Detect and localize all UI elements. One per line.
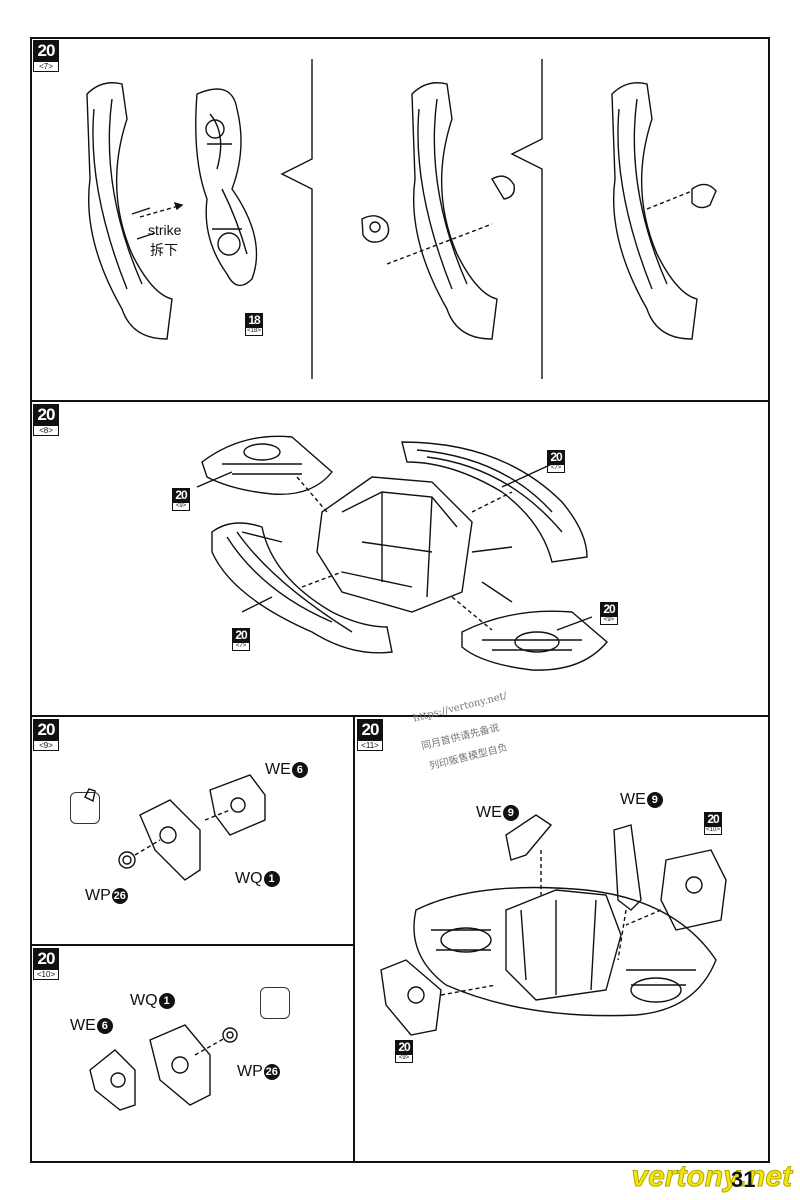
divider-col xyxy=(353,715,355,1163)
part-number-badge: 6 xyxy=(96,1017,113,1034)
step-sub: <7> xyxy=(33,62,59,72)
step-sub: <11> xyxy=(357,741,383,751)
brand-watermark: vertony.net xyxy=(631,1160,793,1194)
ref-sub: <9> xyxy=(172,503,190,511)
ref-badge-p8d: 20 <9> xyxy=(600,602,618,625)
step-number: 20 xyxy=(357,719,383,741)
part-number-badge: 6 xyxy=(291,761,308,778)
strike-label-en: strike xyxy=(148,222,182,238)
ref-sub: <9> xyxy=(395,1055,413,1063)
part-number-badge: 9 xyxy=(646,791,663,808)
ref-number: 20 xyxy=(547,450,565,465)
step9-illustration xyxy=(84,774,266,881)
ref-number: 20 xyxy=(172,488,190,503)
ref-number: 20 xyxy=(395,1040,413,1055)
ref-sub: <9> xyxy=(600,617,618,625)
step-number: 20 xyxy=(33,404,59,426)
strike-label-cn: 拆下 xyxy=(150,242,178,258)
step-number: 20 xyxy=(33,719,59,741)
ref-sub: <7> xyxy=(232,643,250,651)
ref-number: 20 xyxy=(704,812,722,827)
part-code: WQ xyxy=(130,992,158,1009)
divider-row1 xyxy=(30,400,770,402)
ref-badge-p11a: 20 <10> xyxy=(704,812,722,835)
step-badge-10: 20 <10> xyxy=(33,948,59,980)
hint-part-box xyxy=(70,792,100,824)
part-number-badge: 26 xyxy=(111,887,128,904)
hint-part-box xyxy=(260,987,290,1019)
divider-left-bottom xyxy=(30,944,354,946)
part-code: WE xyxy=(265,761,291,778)
part-code: WE xyxy=(70,1017,96,1034)
part-number-badge: 1 xyxy=(263,870,280,887)
part-code: WE xyxy=(476,804,502,821)
step-badge-8: 20 <8> xyxy=(33,404,59,436)
part-code: WP xyxy=(237,1063,263,1080)
ref-badge-p11b: 20 <9> xyxy=(395,1040,413,1063)
part-number-badge: 26 xyxy=(263,1063,280,1080)
step11-illustration xyxy=(380,814,727,1036)
ref-number: 20 xyxy=(232,628,250,643)
step-sub: <10> xyxy=(33,970,59,980)
ref-badge-p8c: 20 <7> xyxy=(232,628,250,651)
step10-illustration xyxy=(89,1024,238,1111)
page-number: 31 xyxy=(731,1167,756,1192)
step-sub: <8> xyxy=(33,426,59,436)
part-code: WQ xyxy=(235,870,263,887)
step8-illustration xyxy=(196,435,608,671)
page-frame xyxy=(30,37,770,1163)
step-badge-7: 20 <7> xyxy=(33,40,59,72)
step7-illustration xyxy=(86,59,717,379)
part-number-badge: 9 xyxy=(502,804,519,821)
divider-row2 xyxy=(30,715,770,717)
part-code: WP xyxy=(85,887,111,904)
part-number-badge: 1 xyxy=(158,992,175,1009)
ref-badge-p8b: 20 <7> xyxy=(547,450,565,473)
ref-sub: <10> xyxy=(704,827,722,835)
ref-sub: <7> xyxy=(547,465,565,473)
step-number: 20 xyxy=(33,40,59,62)
step-number: 20 xyxy=(33,948,59,970)
ref-sub: <18> xyxy=(245,328,263,336)
ref-badge-p8a: 20 <9> xyxy=(172,488,190,511)
step-badge-9: 20 <9> xyxy=(33,719,59,751)
step-sub: <9> xyxy=(33,741,59,751)
ref-number: 20 xyxy=(600,602,618,617)
step-badge-11: 20 <11> xyxy=(357,719,383,751)
ref-number: 18 xyxy=(245,313,263,328)
ref-badge-18: 18 <18> xyxy=(245,313,263,336)
part-code: WE xyxy=(620,791,646,808)
